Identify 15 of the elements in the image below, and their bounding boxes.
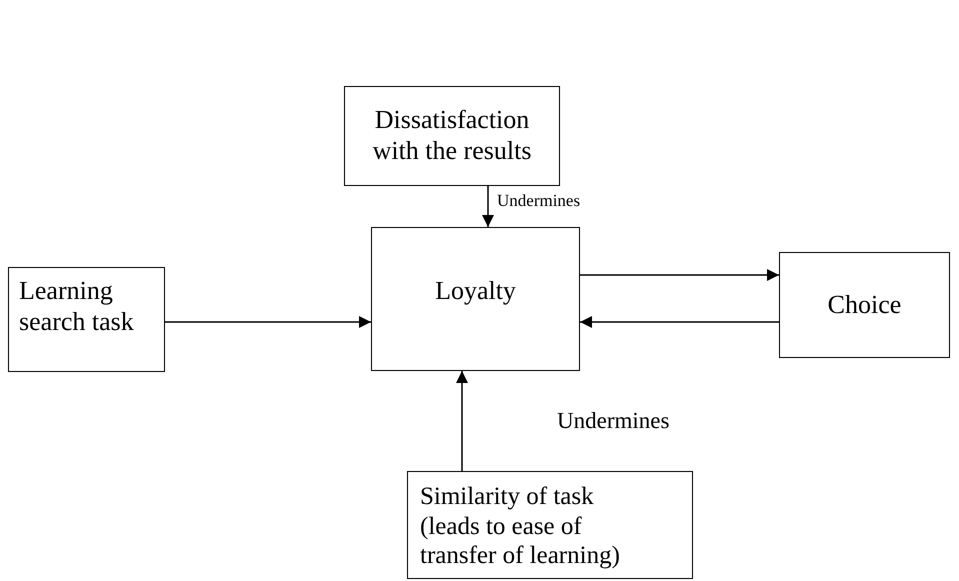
- process-box: [344, 86, 560, 186]
- process-box: [779, 252, 950, 358]
- arrow: [165, 316, 371, 328]
- arrow: [456, 371, 468, 471]
- box-text: Loyalty: [434, 276, 517, 306]
- arrow: [482, 186, 494, 227]
- arrow: [580, 269, 779, 281]
- box-text: Choice: [826, 290, 902, 320]
- process-box: [8, 267, 165, 372]
- box-text: Similarity of task (leads to ease of transfer of learning): [420, 482, 621, 570]
- process-box: [371, 227, 580, 371]
- arrow: [580, 316, 779, 328]
- box-text: Learning search task: [19, 276, 135, 338]
- process-box: [407, 471, 693, 579]
- box-text: Dissatisfaction with the results: [372, 105, 532, 167]
